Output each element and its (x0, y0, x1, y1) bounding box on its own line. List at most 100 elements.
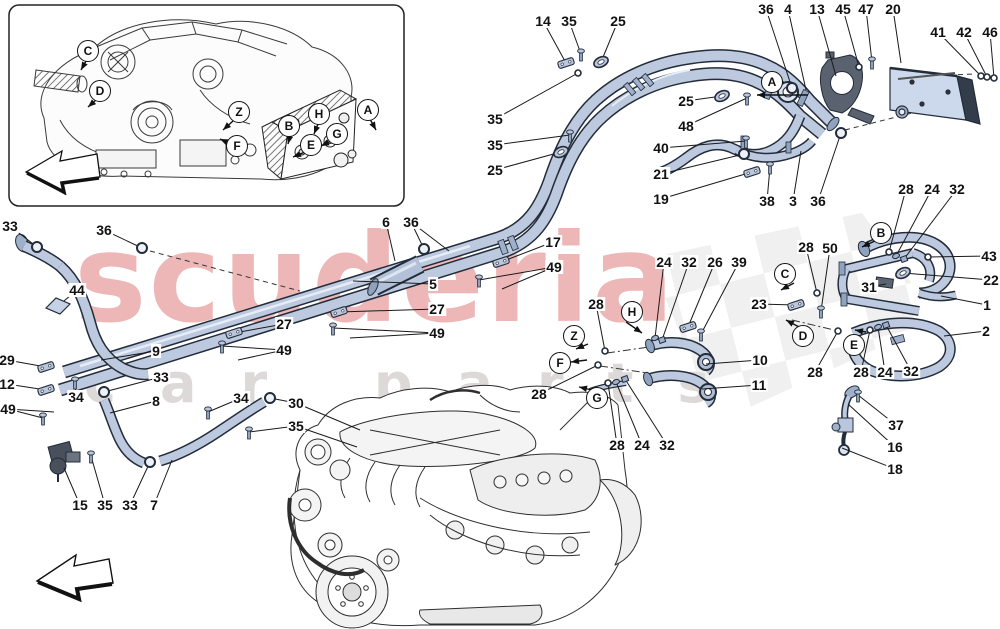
screw-part (204, 406, 212, 420)
ring-part (31, 241, 43, 253)
leader-line (885, 324, 912, 372)
screw-part (697, 328, 705, 342)
leader-line (90, 455, 106, 506)
leader-line (705, 359, 761, 365)
leader-line (660, 171, 753, 200)
ring-part (144, 456, 156, 468)
screw-part (329, 322, 337, 336)
screw-part (218, 340, 226, 354)
leader-line (860, 329, 871, 373)
leader-line (814, 330, 839, 373)
leader-line (478, 266, 555, 281)
connection-arrowhead (571, 357, 580, 365)
bracket-part (492, 256, 510, 268)
leader-line (109, 400, 157, 414)
ring-part (738, 148, 750, 160)
leader-line (787, 8, 807, 91)
screw-part (742, 135, 750, 149)
engine-illustration (287, 384, 642, 629)
leader-line (857, 394, 897, 426)
connection-arrowhead (576, 342, 585, 349)
grommet-part (895, 266, 911, 280)
connection-arrowhead (223, 122, 232, 130)
leader-line (207, 397, 242, 413)
leader-line (410, 221, 450, 252)
leader-line (237, 349, 285, 361)
oring-part (813, 289, 821, 297)
leader-line (943, 330, 987, 337)
ring-part (835, 127, 847, 139)
leader-line (352, 280, 434, 285)
valve-assembly (831, 385, 860, 456)
leader-line (103, 229, 143, 249)
connection-arrowhead (293, 150, 302, 157)
connection-arrowhead (286, 135, 294, 144)
leader-line (937, 31, 982, 77)
oring-part (983, 73, 991, 81)
leader-line (332, 327, 438, 334)
nut-part (620, 374, 630, 384)
leader-line (385, 221, 396, 262)
bracket-part (679, 321, 697, 333)
leader-line (153, 459, 173, 506)
oring-part (866, 326, 874, 334)
oring-part (594, 361, 602, 369)
screw-part (245, 426, 253, 440)
olive-part (651, 334, 659, 342)
bracket-part (743, 166, 761, 178)
connection-arrowhead (786, 320, 795, 327)
nut-part (657, 335, 667, 345)
leader-line (501, 266, 555, 290)
leader-line (927, 255, 990, 258)
pump-assembly (47, 440, 81, 482)
olive-part (874, 323, 882, 331)
oring-part (990, 74, 998, 82)
screw-part (817, 305, 825, 319)
leader-line (963, 31, 988, 78)
leader-line (295, 402, 361, 431)
screw-part (743, 92, 751, 106)
leader-line (701, 384, 760, 390)
screw-part (566, 129, 574, 143)
left-hoses (15, 233, 267, 482)
main-cooling-pipes (58, 49, 840, 397)
leader-line (538, 364, 599, 395)
olive-part (612, 378, 620, 386)
oring-part (885, 248, 893, 256)
leader-line (877, 326, 886, 373)
screw-part (577, 48, 585, 62)
grommet-part (593, 55, 609, 69)
bracket-part (787, 299, 805, 311)
leader-line (700, 261, 740, 335)
leader-line (100, 350, 157, 361)
screw-part (87, 450, 95, 464)
oring-part (604, 379, 612, 387)
leader-line (103, 376, 162, 393)
leader-line (865, 8, 873, 63)
connection-arrowhead (321, 139, 330, 146)
bracket-part (37, 384, 55, 396)
leader-line (892, 8, 902, 64)
ring-part (98, 386, 110, 398)
connection-arrowhead (855, 328, 864, 335)
leader-line (816, 8, 837, 77)
pad-part (44, 297, 72, 315)
screw-part (71, 376, 79, 390)
leader-line (660, 140, 747, 149)
leader-line (221, 345, 285, 351)
oring-part (977, 72, 985, 80)
oring-part (601, 347, 609, 355)
oring-part (924, 253, 932, 261)
screw-part (475, 274, 483, 288)
leader-line (660, 153, 745, 175)
ring-part (136, 242, 148, 254)
leader-line (661, 261, 690, 341)
connection-arrowhead (81, 61, 88, 70)
connection-arrowhead (633, 325, 642, 333)
leader-line (847, 403, 896, 448)
screw-part (868, 56, 876, 70)
leader-line (494, 134, 571, 146)
leader-line (685, 97, 748, 127)
leader-line (248, 425, 297, 433)
oring-part (574, 69, 582, 77)
